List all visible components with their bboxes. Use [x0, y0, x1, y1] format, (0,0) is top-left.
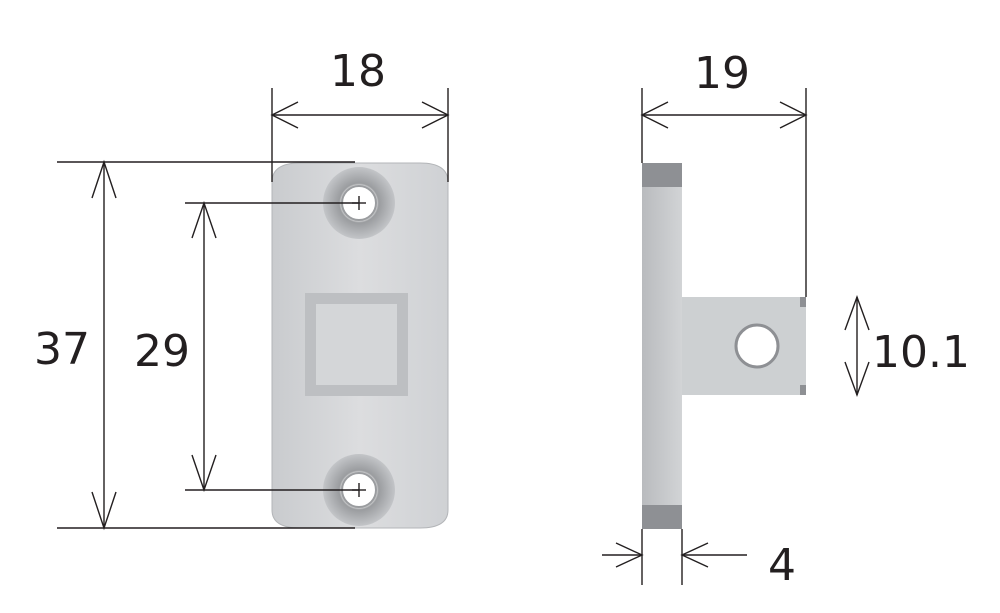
plate-width-label: 18 — [330, 46, 386, 97]
plate-thickness-label: 4 — [768, 540, 796, 591]
dimension-tab-height: 10.1 — [844, 294, 970, 398]
hole-spacing-label: 29 — [134, 326, 190, 377]
dimension-plate-width: 18 — [270, 46, 450, 182]
dimension-plate-height: 37 — [34, 159, 355, 531]
tab-height-label: 10.1 — [872, 327, 970, 378]
front-view-plate — [271, 162, 449, 529]
side-plate-body — [642, 163, 682, 529]
dimension-plate-thickness: 4 — [602, 529, 796, 591]
latch-window-inner — [316, 304, 397, 385]
dimension-total-depth: 19 — [640, 48, 808, 297]
total-depth-label: 19 — [694, 48, 750, 99]
plate-height-label: 37 — [34, 324, 90, 375]
side-plate-top-edge — [642, 163, 682, 187]
tab-hole — [734, 323, 780, 369]
side-view-plate — [642, 163, 806, 529]
side-plate-bottom-edge — [642, 505, 682, 529]
dimension-hole-spacing: 29 — [134, 200, 359, 493]
